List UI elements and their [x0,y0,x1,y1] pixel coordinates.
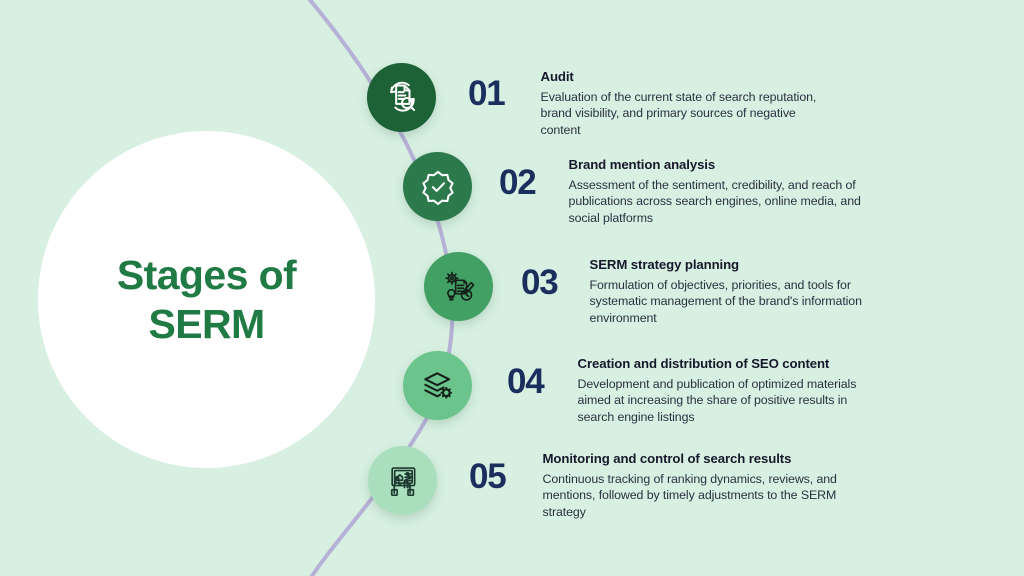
step-heading: SERM strategy planning [589,257,740,272]
step-item-3: 03 SERM strategy planning Formulation of… [424,252,895,326]
title-line-2: SERM [148,300,265,347]
document-search-icon [367,63,436,132]
step-number: 04 [507,362,545,401]
step-description: Evaluation of the current state of searc… [540,89,817,137]
title-line-1: Stages of [116,252,297,299]
page-title: Stages of SERM [116,251,297,348]
step-heading: Brand mention analysis [568,157,716,172]
layers-gear-icon [403,351,472,420]
step-description: Assessment of the sentiment, credibility… [568,177,861,225]
verified-badge-check-icon [403,152,472,221]
step-description: Formulation of objectives, priorities, a… [589,277,862,325]
step-description: Development and publication of optimized… [577,376,857,424]
step-text-block: SERM strategy planning Formulation of ob… [590,257,895,326]
step-heading: Creation and distribution of SEO content [577,356,830,371]
step-number: 05 [469,457,507,496]
step-item-4: 04 Creation and distribution of SEO cont… [403,351,878,425]
step-heading: Audit [540,69,574,84]
step-description: Continuous tracking of ranking dynamics,… [542,471,837,519]
step-number: 02 [499,163,537,202]
step-number: 03 [521,263,559,302]
step-item-5: 05 Monitoring and control of search resu… [368,446,843,520]
hero-circle: Stages of SERM [38,131,375,468]
step-text-block: Creation and distribution of SEO content… [578,356,878,425]
step-number: 01 [468,74,506,113]
step-item-1: 01 Audit Evaluation of the current state… [367,63,831,138]
step-heading: Monitoring and control of search results [542,451,792,466]
step-text-block: Brand mention analysis Assessment of the… [569,157,869,226]
step-text-block: Audit Evaluation of the current state of… [541,69,831,138]
strategy-planning-icon [424,252,493,321]
step-item-2: 02 Brand mention analysis Assessment of … [403,152,869,226]
step-text-block: Monitoring and control of search results… [543,451,843,520]
tablet-hands-monitoring-icon [368,446,437,515]
